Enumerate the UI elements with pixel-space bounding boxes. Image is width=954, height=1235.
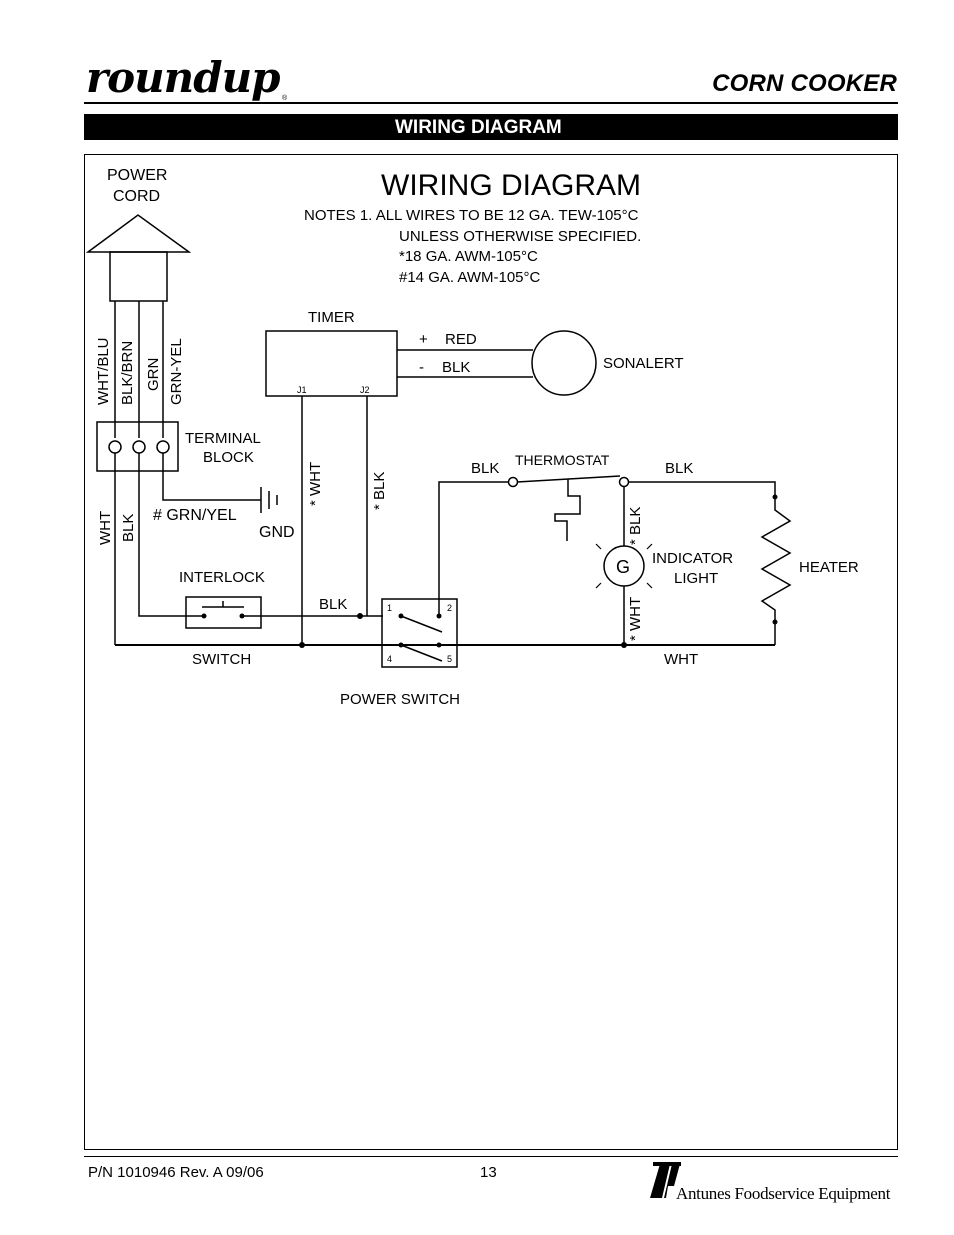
heater-label: HEATER bbox=[799, 559, 859, 576]
timer-terminal: J1 bbox=[297, 385, 307, 395]
note-line: #14 GA. AWM-105°C bbox=[399, 269, 540, 286]
timer-box bbox=[265, 330, 398, 397]
indicator-label: INDICATOR bbox=[652, 550, 733, 567]
interlock-label: INTERLOCK bbox=[179, 569, 265, 586]
wire-label: * WHT bbox=[307, 462, 324, 506]
svg-text:+: + bbox=[419, 331, 428, 348]
wire-label: GRN-YEL bbox=[168, 338, 185, 405]
power-switch-box bbox=[381, 598, 458, 668]
sonalert-icon bbox=[531, 330, 597, 396]
power-cord-label: CORD bbox=[113, 188, 160, 205]
wire-label: * BLK bbox=[627, 507, 644, 545]
wire-label: BLK bbox=[120, 514, 137, 542]
blk-wire bbox=[438, 481, 513, 616]
blk-wire bbox=[628, 481, 776, 497]
terminal-screw bbox=[132, 440, 146, 454]
wire-label: GRN bbox=[145, 358, 162, 391]
indicator-label: LIGHT bbox=[674, 570, 718, 587]
wire-label: BLK bbox=[665, 460, 693, 477]
logo-text: roundup bbox=[86, 58, 280, 102]
antunes-logo-icon bbox=[648, 1160, 682, 1205]
timer-terminal: J2 bbox=[360, 385, 370, 395]
document-title: CORN COOKER bbox=[712, 70, 897, 97]
ground-label: GND bbox=[259, 524, 295, 541]
blk-wire bbox=[138, 453, 186, 617]
svg-text:-: - bbox=[419, 359, 424, 376]
plug-body bbox=[109, 251, 168, 302]
power-cord-label: POWER bbox=[107, 167, 167, 184]
wire-label: RED bbox=[445, 331, 477, 348]
thermostat-element bbox=[554, 479, 581, 541]
svg-text:5: 5 bbox=[447, 654, 452, 664]
svg-text:1: 1 bbox=[387, 603, 392, 613]
wire-label: WHT bbox=[97, 511, 114, 545]
terminal-block-label: TERMINAL bbox=[185, 430, 261, 447]
terminal-block-label: BLOCK bbox=[203, 449, 254, 466]
wire-label: BLK bbox=[319, 596, 347, 613]
wire-label: * BLK bbox=[371, 472, 388, 510]
diagram-frame bbox=[84, 154, 898, 1150]
note-line: NOTES 1. ALL WIRES TO BE 12 GA. TEW-105°… bbox=[304, 207, 639, 224]
part-number: P/N 1010946 Rev. A 09/06 bbox=[88, 1164, 264, 1181]
thermostat-terminal bbox=[507, 476, 519, 488]
page-number: 13 bbox=[480, 1164, 497, 1181]
terminal-screw bbox=[156, 440, 170, 454]
header-rule bbox=[84, 102, 898, 104]
timer-label: TIMER bbox=[308, 309, 355, 326]
thermostat-label: THERMOSTAT bbox=[515, 452, 610, 468]
terminal-screw bbox=[108, 440, 122, 454]
ground-wire bbox=[162, 453, 261, 501]
sonalert-label: SONALERT bbox=[603, 355, 684, 372]
svg-text:®: ® bbox=[282, 94, 288, 102]
switch-contact bbox=[400, 644, 443, 662]
heater-element bbox=[760, 497, 792, 622]
wire-label: BLK/BRN bbox=[119, 341, 136, 405]
indicator-light-icon bbox=[603, 545, 645, 587]
company-name: Antunes Foodservice Equipment bbox=[676, 1184, 891, 1203]
section-title: WIRING DIAGRAM bbox=[395, 117, 562, 138]
thermostat-terminal bbox=[618, 476, 630, 488]
plug-cap bbox=[85, 214, 192, 253]
wire-label: WHT/BLU bbox=[95, 338, 112, 406]
wire-label: BLK bbox=[442, 359, 470, 376]
wire-label: WHT bbox=[664, 651, 698, 668]
note-line: *18 GA. AWM-105°C bbox=[399, 248, 538, 265]
svg-text:4: 4 bbox=[387, 654, 392, 664]
switch-label: SWITCH bbox=[192, 651, 251, 668]
terminal-block bbox=[96, 421, 179, 472]
wire-label: BLK bbox=[471, 460, 499, 477]
svg-text:2: 2 bbox=[447, 603, 452, 613]
wire-label: * WHT bbox=[627, 597, 644, 641]
note-line: UNLESS OTHERWISE SPECIFIED. bbox=[399, 228, 641, 245]
indicator-rays bbox=[595, 543, 653, 589]
diagram-title: WIRING DIAGRAM bbox=[381, 169, 641, 202]
section-bar bbox=[84, 114, 898, 140]
roundup-logo: roundup ® bbox=[84, 58, 324, 102]
cord-wires bbox=[114, 301, 164, 438]
power-switch-label: POWER SWITCH bbox=[340, 691, 460, 708]
switch-contact bbox=[400, 615, 443, 633]
footer-rule bbox=[84, 1156, 898, 1157]
indicator-letter: G bbox=[616, 557, 630, 577]
ground-wire-label: # GRN/YEL bbox=[153, 507, 237, 524]
interlock-box bbox=[185, 596, 262, 629]
